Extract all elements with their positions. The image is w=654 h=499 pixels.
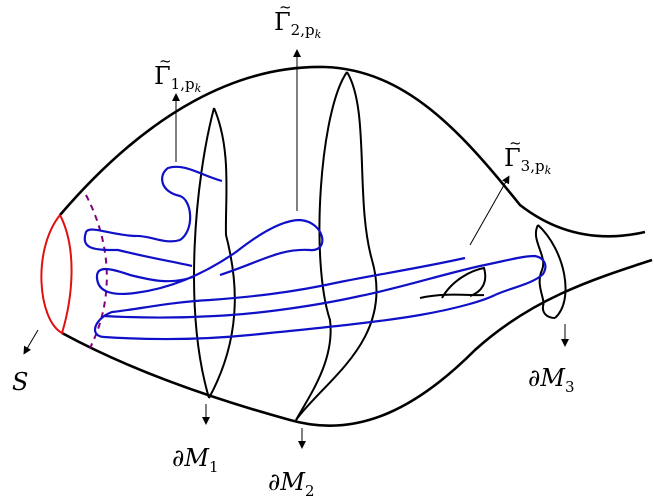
svg-text:~: ~ [159,52,172,70]
curve-2 [95,218,324,295]
svg-text:Γ3,pk: Γ3,pk [504,144,552,177]
curve-1 [83,165,223,268]
dashed-curve [85,194,108,349]
label-gamma1: ~ Γ1,pk [154,52,202,95]
boundary-dM2 [295,71,378,421]
label-dM2: ∂M2 [268,468,315,499]
label-gamma3: ~ Γ3,pk [504,134,552,177]
svg-text:∂M3: ∂M3 [528,364,575,396]
svg-text:∂M2: ∂M2 [268,468,315,499]
boundary-dM1 [193,107,236,399]
curve-4 [103,254,547,319]
label-gamma2: ~ Γ2,pk [274,0,322,41]
label-dM3: ∂M3 [528,364,575,396]
blue-curves [83,165,547,341]
boundary-dM3 [535,224,567,319]
arrow-S [23,329,39,355]
arrows [23,49,569,449]
label-S: S [12,368,28,396]
svg-text:Γ1,pk: Γ1,pk [154,62,202,95]
svg-text:~: ~ [509,134,522,152]
svg-text:∂M1: ∂M1 [172,444,219,476]
label-dM1: ∂M1 [172,444,219,476]
manifold-outline [59,65,653,427]
arrow-gamma3 [469,175,510,246]
svg-text:Γ2,pk: Γ2,pk [274,8,322,41]
lower-boundary [61,258,653,427]
upper-boundary [59,65,646,238]
small-handle [419,266,487,299]
curve-3 [93,256,496,341]
section-S [40,214,73,335]
svg-text:~: ~ [279,0,292,16]
